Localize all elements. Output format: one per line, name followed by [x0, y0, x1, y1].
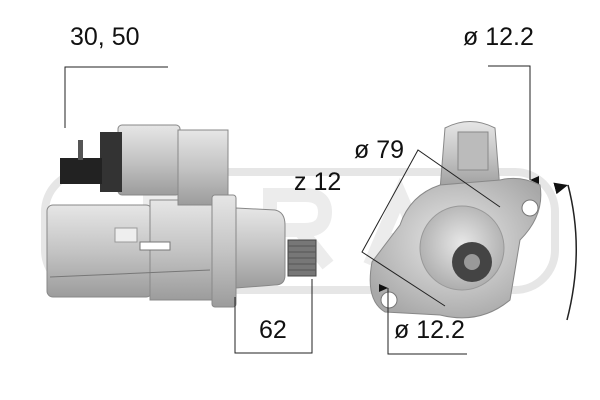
pinion-distance-label: 62: [259, 316, 287, 344]
starter-front-view: [369, 121, 542, 319]
rotation-arrow: [553, 182, 577, 321]
dimension-lines: [64, 65, 577, 355]
starter-side-view: [46, 124, 317, 308]
hole-top-label: ø 12.2: [463, 23, 534, 51]
terminal-leader: [64, 66, 168, 128]
hole-bottom-leader: [379, 284, 467, 355]
pinion-distance-leader: [234, 279, 313, 354]
hole-bottom-label: ø 12.2: [394, 316, 465, 344]
hole-top-leader: [488, 65, 539, 184]
flange-diameter-label: ø 79: [354, 136, 405, 164]
terminal-label: 30, 50: [70, 23, 140, 51]
flange-diameter-leader: [361, 149, 501, 307]
teeth-label: z 12: [294, 168, 342, 196]
